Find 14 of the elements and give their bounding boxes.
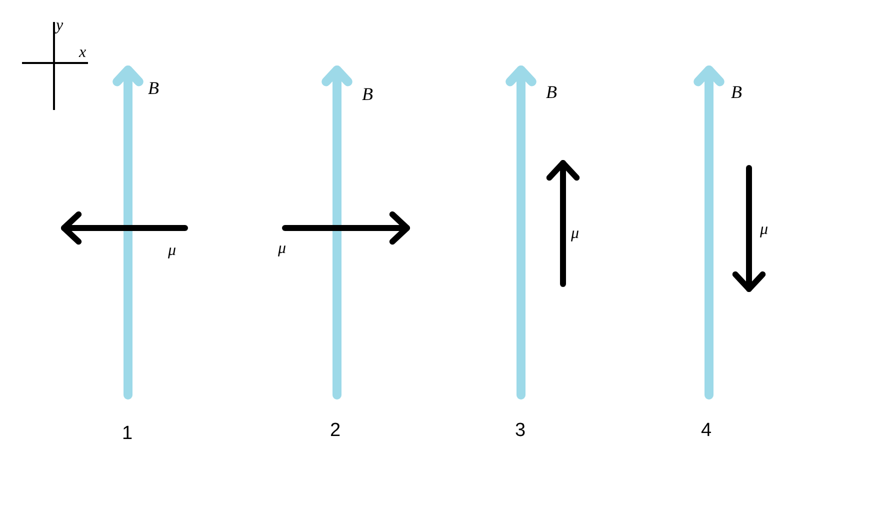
axis-label: y (56, 18, 64, 34)
panel-number: 2 (330, 421, 341, 440)
field-label: B (148, 79, 159, 97)
panel-number: 1 (122, 424, 133, 443)
moment-label: μ (571, 226, 580, 242)
moment-label: μ (760, 222, 768, 238)
field-label: B (362, 85, 373, 103)
field-label: B (546, 83, 557, 101)
moment-label: μ (278, 241, 286, 257)
axis-label: x (79, 45, 86, 61)
field-label: B (731, 83, 742, 101)
panel-number: 4 (701, 421, 712, 440)
panel-number: 3 (515, 421, 526, 440)
moment-label: μ (168, 243, 176, 259)
